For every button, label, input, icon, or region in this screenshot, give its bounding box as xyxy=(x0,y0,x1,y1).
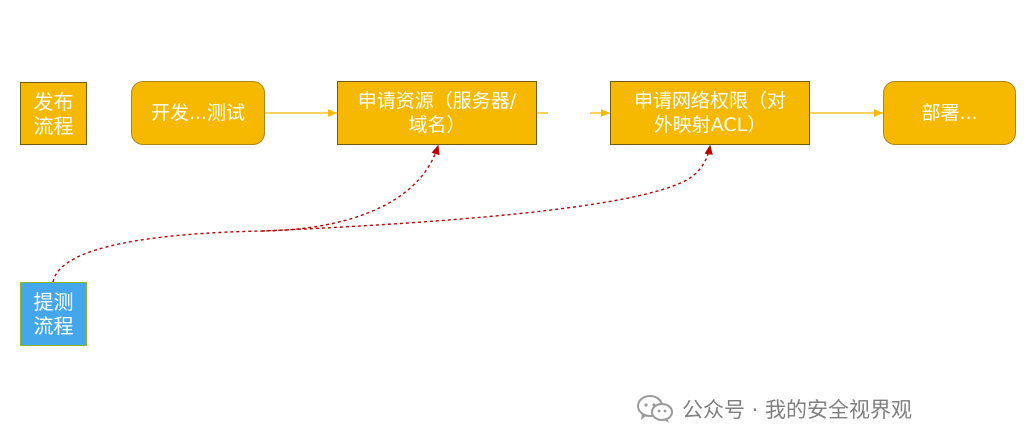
wechat-icon xyxy=(637,395,673,423)
dashed-connector-to-resource xyxy=(52,144,440,283)
step-dev-test-text: 开发...测试 xyxy=(150,102,246,124)
release-process-label: 发布 流程 xyxy=(20,82,87,145)
step-request-resources: 申请资源（服务器/ 域名） xyxy=(337,81,537,145)
step-dev-test: 开发...测试 xyxy=(131,81,265,145)
step-deploy-text: 部署... xyxy=(921,102,978,124)
test-request-process-label: 提测 流程 xyxy=(20,282,87,346)
step-request-network-permission: 申请网络权限（对 外映射ACL） xyxy=(610,81,810,145)
step-deploy: 部署... xyxy=(883,81,1016,145)
dashed-connector-to-network xyxy=(261,144,713,232)
release-process-text: 发布 流程 xyxy=(33,89,74,138)
test-request-process-text: 提测 流程 xyxy=(33,290,74,338)
step-request-resources-text: 申请资源（服务器/ 域名） xyxy=(357,90,517,136)
watermark: 公众号 · 我的安全视界观 xyxy=(636,393,912,425)
watermark-text: 公众号 · 我的安全视界观 xyxy=(682,398,913,422)
step-request-network-permission-text: 申请网络权限（对 外映射ACL） xyxy=(633,90,786,136)
